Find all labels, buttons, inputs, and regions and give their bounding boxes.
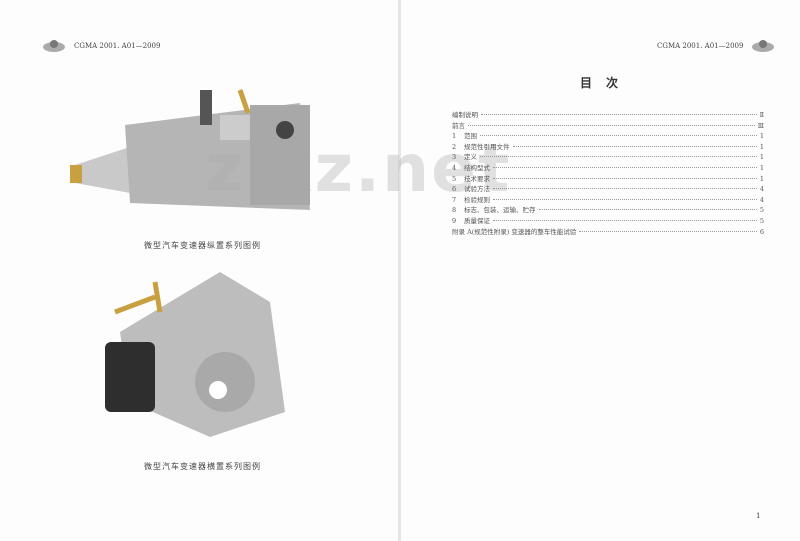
leader-dots [538,209,757,211]
toc-entry-page: Ⅲ [757,121,764,130]
toc-entry-title: 范围 [464,132,477,141]
page-header: CGMA 2001. A01—2009 [657,39,775,53]
figure1-caption: 微型汽车变速器纵置系列图例 [144,241,261,250]
toc-entry[interactable]: 编制说明 Ⅱ [452,109,764,120]
leader-dots [493,166,757,168]
toc-entry[interactable]: 7 检验规则 4 [452,194,764,205]
toc-entry-title: 质量保证 [464,216,490,225]
toc-entry-number: 4 [452,163,457,172]
toc-entry-number: 7 [452,195,457,204]
toc-entry-number: 8 [452,206,457,215]
header-code: CGMA 2001. A01—2009 [74,42,161,50]
toc-entry[interactable]: 3 定义 1 [452,151,764,162]
toc-entry[interactable]: 前言 Ⅲ [452,120,764,131]
toc-entry-number: 3 [452,153,457,162]
toc-entry[interactable]: 4 结构型式 1 [452,162,764,173]
page-header: CGMA 2001. A01—2009 [42,39,160,53]
cgma-logo-icon [752,40,775,52]
toc-title: 目次 [580,76,633,90]
page-number: 1 [756,512,761,520]
watermark: zixz.net [205,130,512,207]
toc-entry-title: 检验规则 [464,195,490,204]
toc-entry[interactable]: 1 范围 1 [452,130,764,141]
toc-entry-title: 附录 A(规范性附录) 变速器的整车性能试验 [452,227,577,236]
toc-entry-page: 4 [759,185,764,194]
leader-dots [493,219,757,221]
transverse-transmission-image [105,272,285,437]
leader-dots [481,114,757,115]
toc-entry-number: 2 [452,142,457,151]
toc-entry-title: 定义 [464,153,477,162]
toc-entry-page: 1 [759,132,764,141]
toc-entry[interactable]: 8 标志、包装、运输、贮存 5 [452,204,764,215]
toc-entry-page: 1 [759,174,764,183]
toc-entry[interactable]: 附录 A(规范性附录) 变速器的整车性能试验 6 [452,226,764,237]
leader-dots [493,198,757,200]
toc-entry[interactable]: 2 规范性引用文件 1 [452,141,764,152]
toc-entry-page: 4 [759,195,764,204]
toc-entry-title: 结构型式 [464,163,490,172]
toc-entry[interactable]: 9 质量保证 5 [452,215,764,226]
right-page: CGMA 2001. A01—2009 [401,0,800,541]
cgma-logo-icon [43,40,65,52]
toc-entry-number: 9 [452,216,457,225]
toc-entry-page: 5 [759,206,764,215]
longitudinal-transmission-image [70,89,310,210]
toc-entry-page: 1 [759,163,764,172]
toc-entry-title: 编制说明 [452,111,478,119]
header-code: CGMA 2001. A01—2009 [657,42,744,50]
leader-dots [468,124,755,126]
toc-entry-title: 前言 [452,121,465,130]
toc-entry-page: 6 [759,227,764,236]
toc-entry-page: 1 [759,153,764,162]
toc-entry[interactable]: 5 技术要求 1 [452,173,764,184]
leader-dots [480,135,757,137]
toc-entry-number: 1 [452,132,457,141]
toc-entry-number: 5 [452,174,457,183]
toc-entry-title: 试验方法 [464,185,490,194]
toc-entry-number: 6 [452,185,457,194]
figure2-caption: 微型汽车变速器横置系列图例 [144,462,261,471]
leader-dots [512,145,757,147]
toc-entry[interactable]: 6 试验方法 4 [452,183,764,194]
page-gutter [398,0,401,541]
left-page: CGMA 2001. A01—2009 微型汽车变速器纵置系列图例 微型汽车变速… [0,0,398,541]
toc-entry-page: 1 [759,142,764,151]
toc-entry-title: 技术要求 [464,174,490,183]
leader-dots [493,177,757,179]
toc-entry-page: 5 [759,216,764,225]
toc-entry-title: 规范性引用文件 [464,142,510,151]
leader-dots [480,156,757,158]
toc-entry-title: 标志、包装、运输、贮存 [464,206,536,215]
leader-dots [493,188,757,190]
toc-entry-page: Ⅱ [759,111,764,119]
leader-dots [579,230,757,232]
